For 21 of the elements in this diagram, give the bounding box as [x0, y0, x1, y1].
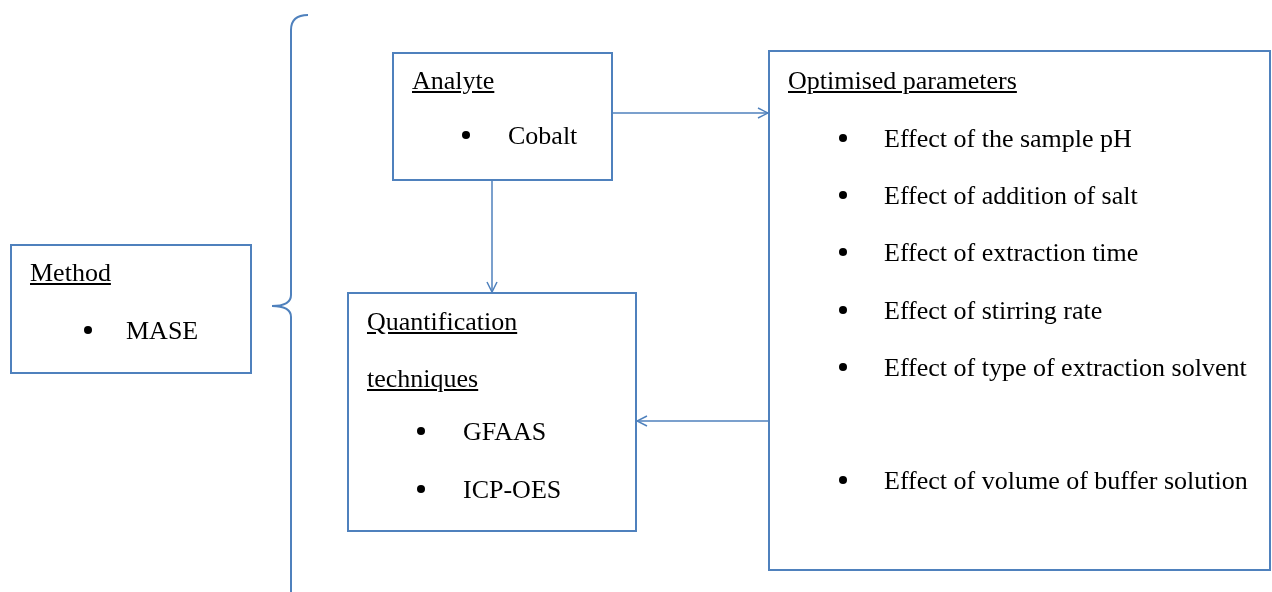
text-box	[392, 52, 613, 181]
list-item: GFAAS	[463, 415, 548, 448]
list-item: ICP-OES	[463, 473, 563, 506]
list-item: Effect of stirring rate	[884, 294, 1104, 327]
arrow	[636, 415, 769, 427]
heading: Quantification techniques	[367, 305, 519, 395]
arrow	[612, 107, 769, 119]
heading: Optimised parameters	[788, 64, 1018, 97]
list-item: Effect of addition of salt	[884, 179, 1139, 212]
list-item: Effect of type of extraction solvent	[884, 351, 1248, 384]
text-box	[10, 244, 252, 374]
heading: Method	[30, 256, 112, 289]
list-item: MASE	[126, 314, 200, 347]
list-item: Effect of extraction time	[884, 236, 1140, 269]
heading: Analyte	[412, 64, 496, 97]
text-box	[347, 292, 637, 532]
list-item: Effect of volume of buffer solution	[884, 464, 1249, 497]
arrow	[486, 180, 498, 293]
text-box	[768, 50, 1271, 571]
list-item: Cobalt	[508, 119, 579, 152]
list-item: Effect of the sample pH	[884, 122, 1133, 155]
